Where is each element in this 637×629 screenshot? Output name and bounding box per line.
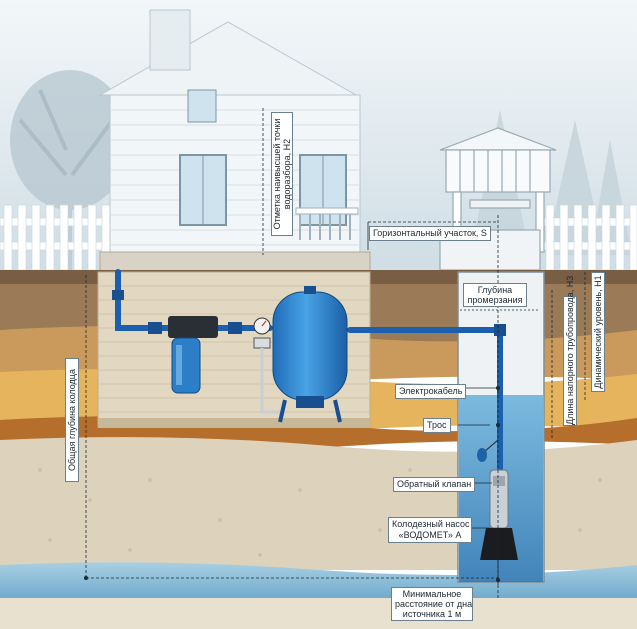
- house-icon: [98, 9, 371, 273]
- soil-texture: [38, 468, 602, 557]
- pump-label-line2: «ВОДОМЕТ» А: [398, 530, 462, 540]
- min-distance-line3: источника 1 м: [402, 609, 462, 619]
- dimension-arrows: [84, 386, 500, 582]
- highest-point-line1: Отметка наивысшей точки: [272, 118, 282, 230]
- check-valve-label: Обратный клапан: [393, 477, 476, 492]
- dynamic-level-label: Динамический уровень, Н1: [591, 272, 605, 392]
- freezing-depth-text: Глубина промерзания: [467, 285, 523, 305]
- highest-point-line2: водоразбора, Н2: [282, 138, 292, 210]
- horizontal-section-label: Горизонтальный участок, S: [369, 226, 491, 241]
- aquifer-layer: [0, 562, 637, 600]
- highest-point-label: Отметка наивысшей точки водоразбора, Н2: [271, 112, 293, 236]
- filter-icon: [168, 316, 218, 394]
- cable-rope-label: Трос: [423, 418, 451, 433]
- min-distance-line1: Минимальное: [402, 589, 462, 599]
- submersible-pump-icon: [480, 469, 518, 560]
- pressure-tank-icon: [272, 286, 348, 423]
- pipe-fittings: [112, 290, 506, 336]
- pressure-gauge-icon: [253, 317, 285, 414]
- pressure-pipe-length-label: Длина напорного трубопровода, Н3: [563, 275, 577, 426]
- bedrock-layer: [0, 598, 637, 629]
- pump-label-line1: Колодезный насос: [392, 519, 470, 529]
- fence-icon: [0, 204, 637, 271]
- min-distance-line2: расстояние от дна: [395, 599, 473, 609]
- freezing-depth-label: Глубина промерзания: [463, 283, 527, 307]
- min-distance-label: Минимальное расстояние от дна источника …: [391, 587, 473, 621]
- well-gazebo-icon: [439, 127, 557, 271]
- electric-cable-label: Электрокабель: [395, 384, 467, 399]
- float-switch-icon: [477, 439, 499, 462]
- pump-label: Колодезный насос «ВОДОМЕТ» А: [388, 517, 472, 543]
- total-well-depth-label: Общая глубина колодца: [65, 358, 79, 482]
